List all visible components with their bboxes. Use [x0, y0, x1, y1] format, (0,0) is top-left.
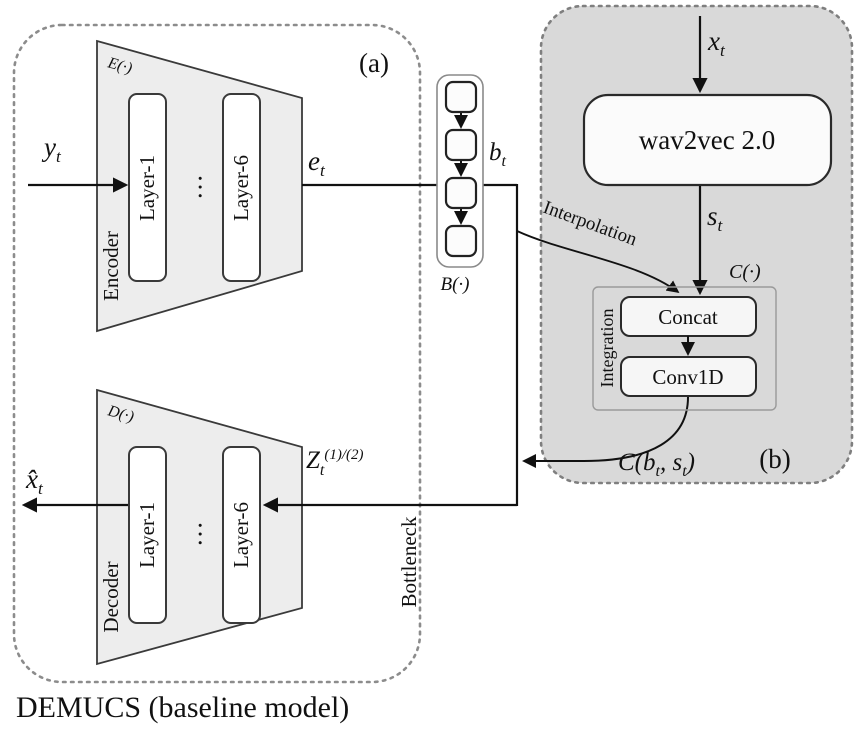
decoder-name-label: Decoder: [99, 561, 123, 632]
output-signal-label: x̂t: [25, 464, 44, 498]
feature-label: st: [707, 201, 724, 235]
encoded-signal-label: et: [308, 146, 326, 180]
interpolation-arrow: [516, 230, 680, 294]
panel-b-border: [539, 4, 854, 485]
conv1d-box: [620, 356, 757, 397]
conv1d-label: Conv1D: [652, 365, 723, 389]
bottleneck-signal-label: bt: [489, 139, 507, 170]
integration-output-label: C(bt, st): [618, 449, 695, 480]
latent-signal-label: Zt(1)/(2): [306, 447, 364, 479]
encoder-layer6-label: Layer-6: [229, 155, 253, 221]
integration-name-label: Integration: [597, 309, 617, 388]
encoder-layer1-label: Layer-1: [135, 155, 159, 221]
wav2vec-label: wav2vec 2.0: [639, 125, 775, 155]
decoder-dots: …: [179, 521, 208, 547]
encoder-dots: …: [179, 174, 208, 200]
integration-output-arrow: [522, 396, 689, 468]
encoder-layer1-box: [128, 93, 167, 282]
bottleneck-func-label: B(·): [440, 274, 469, 295]
integration-box: [592, 286, 777, 411]
decoder-layer6-box: [222, 446, 261, 624]
bottleneck-block-1: [444, 80, 478, 114]
figure-caption: DEMUCS (baseline model): [16, 691, 349, 724]
wav2vec-input-label: xt: [707, 26, 726, 60]
c-func-label: C(·): [729, 261, 761, 283]
encoder-layer6-box: [222, 93, 261, 282]
bottleneck-name-label: Bottleneck: [397, 516, 421, 607]
encoder-name-label: Encoder: [99, 231, 123, 301]
panel-b-tag: (b): [759, 444, 790, 474]
decoder-layer6-label: Layer-6: [229, 502, 253, 568]
bottleneck-block-4: [444, 224, 478, 258]
panel-a-border: [12, 23, 422, 684]
input-signal-label: yt: [41, 132, 62, 166]
concat-label: Concat: [658, 305, 718, 329]
bottleneck-block-3: [444, 176, 478, 210]
decoder-func-label: D(·): [105, 402, 136, 426]
encoder-func-label: E(·): [105, 54, 134, 77]
wav2vec-box: [582, 93, 833, 187]
panel-a-tag: (a): [359, 48, 389, 78]
bottleneck-block-2: [444, 128, 478, 162]
decoder-layer1-label: Layer-1: [135, 502, 159, 568]
decoder-layer1-box: [128, 446, 167, 624]
